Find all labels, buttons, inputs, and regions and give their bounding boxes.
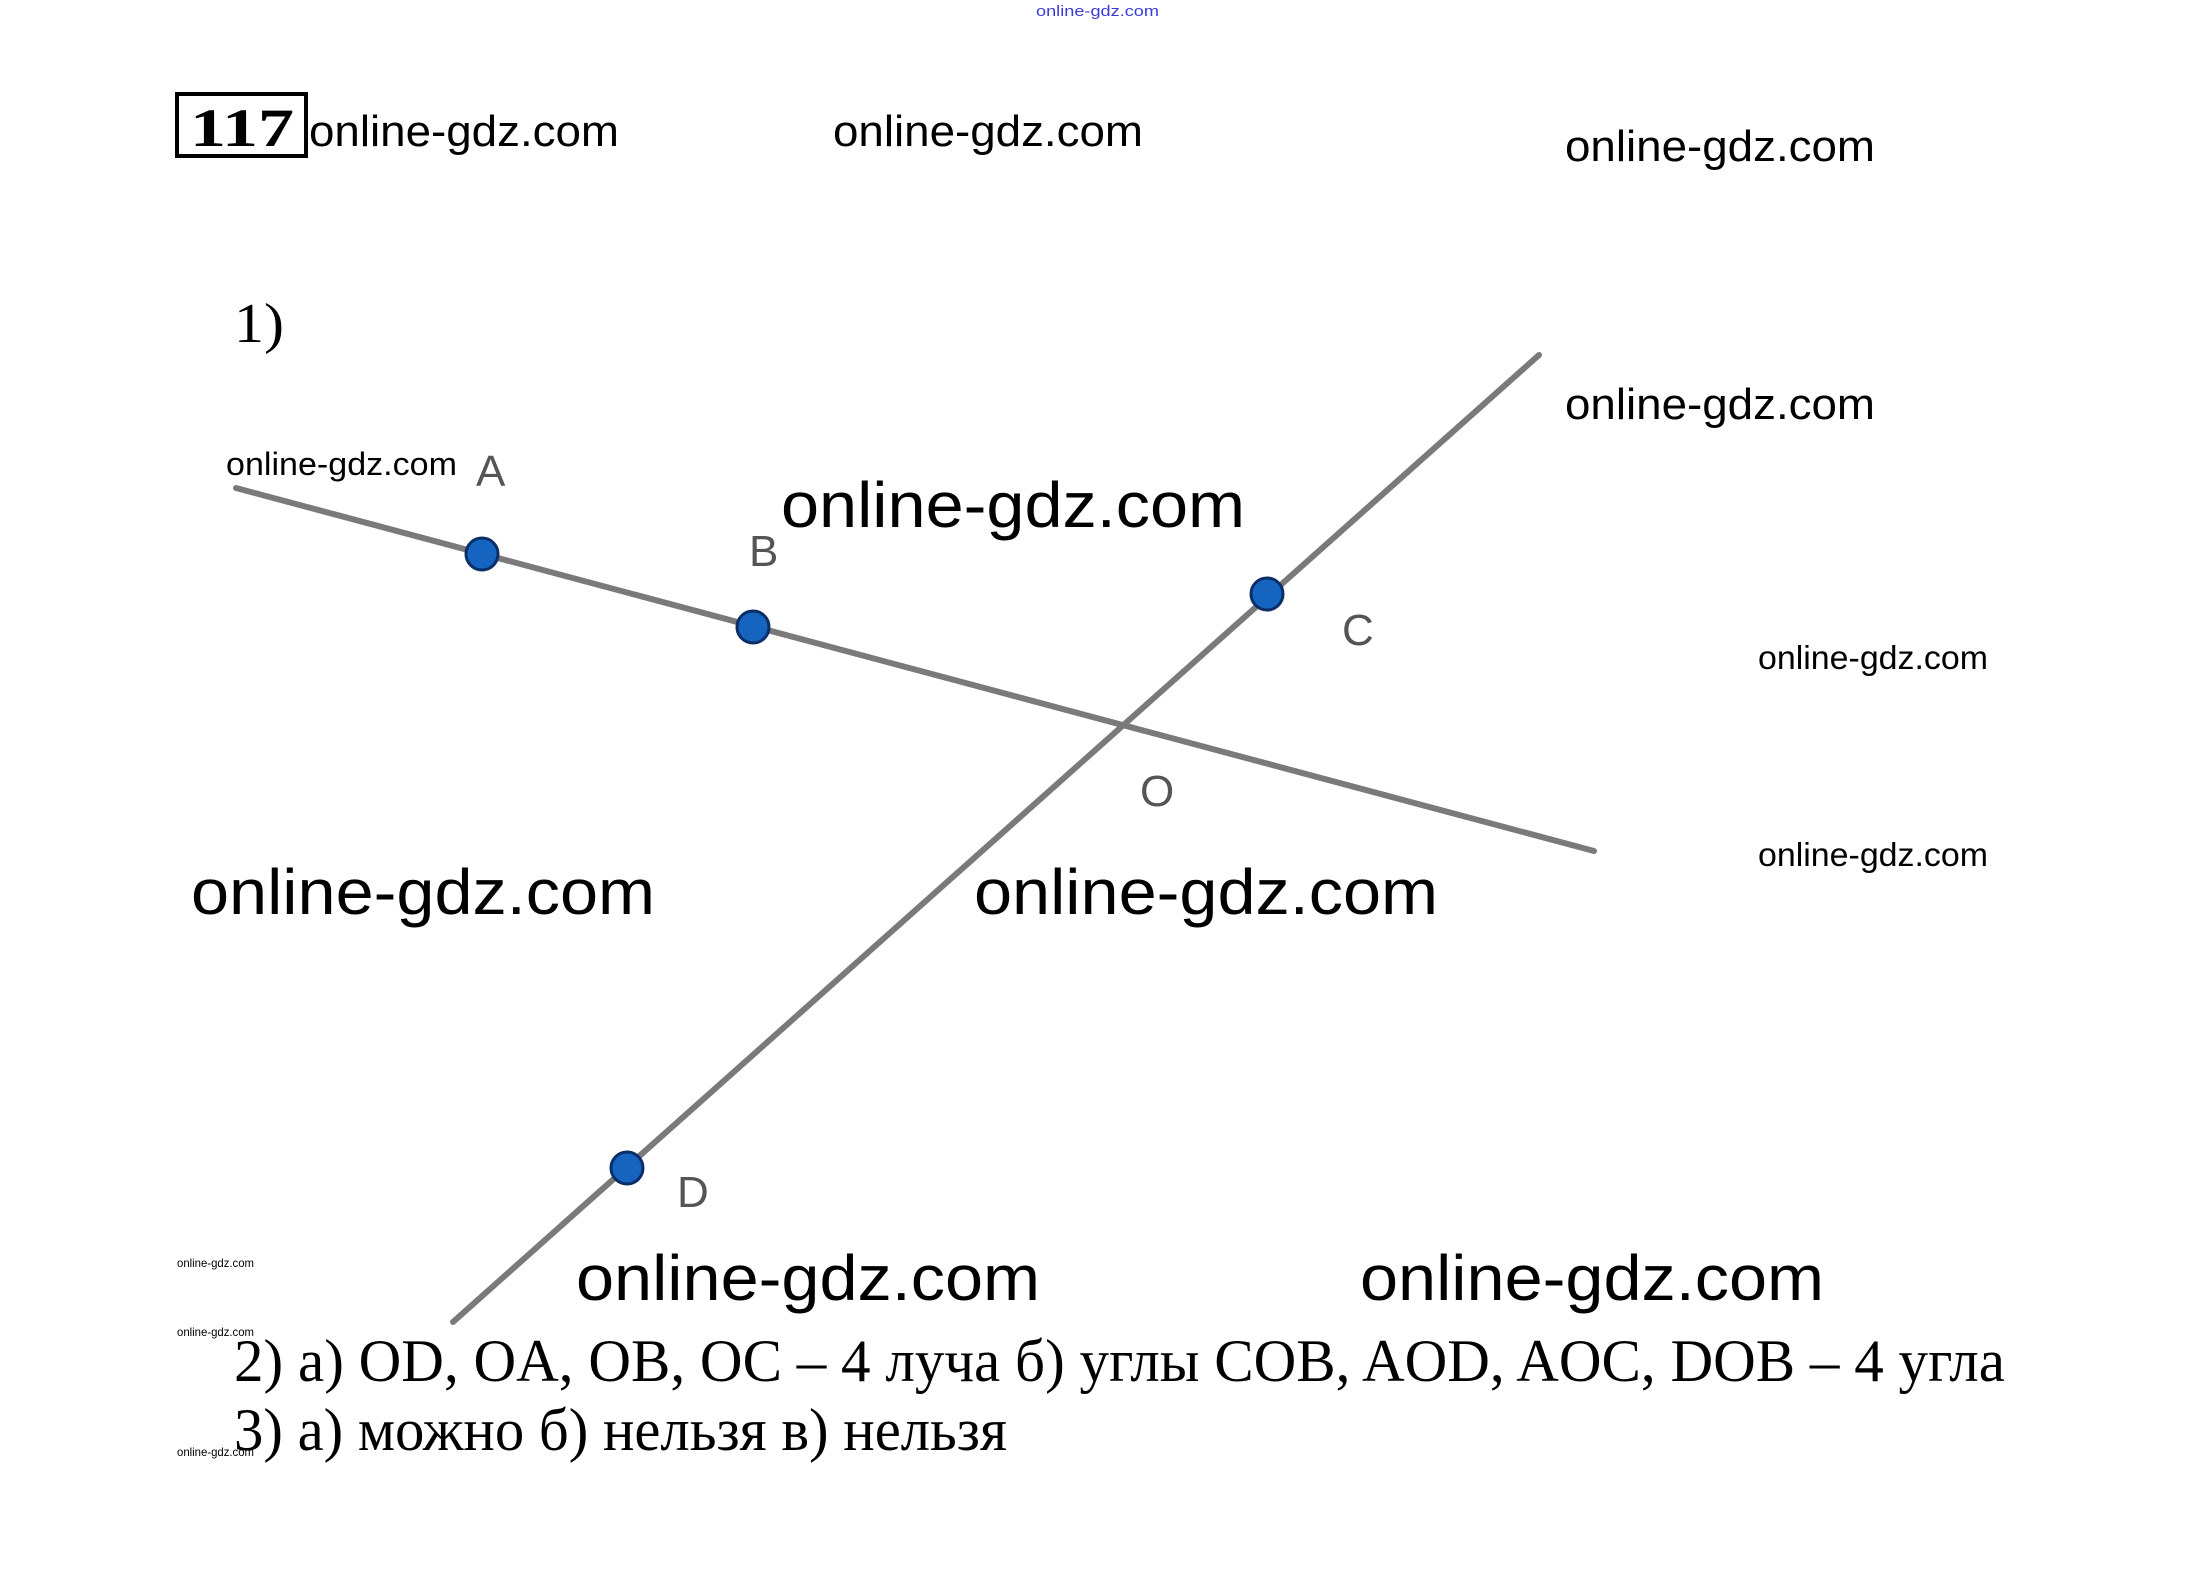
watermark-tiny: online-gdz.com xyxy=(177,1325,254,1339)
watermark-large: online-gdz.com xyxy=(974,856,1438,928)
watermark-tiny: online-gdz.com xyxy=(177,1445,254,1459)
point-b xyxy=(735,609,771,645)
watermark-large: online-gdz.com xyxy=(781,469,1245,541)
point-c xyxy=(1249,576,1285,612)
line-ab xyxy=(233,485,1597,854)
watermark: online-gdz.com xyxy=(1565,122,1875,171)
watermark-large: online-gdz.com xyxy=(576,1242,1040,1314)
watermark-tiny: online-gdz.com xyxy=(177,1256,254,1270)
label-c: C xyxy=(1342,606,1374,655)
watermark: online-gdz.com xyxy=(226,446,457,482)
watermark-large: online-gdz.com xyxy=(191,856,655,928)
watermark: online-gdz.com xyxy=(833,107,1143,156)
part1-label: 1) xyxy=(234,293,284,355)
problem-number-box xyxy=(175,92,308,158)
point-d xyxy=(609,1150,645,1186)
answer-line-3: 3) а) можно б) нельзя в) нельзя xyxy=(234,1397,1007,1463)
label-o: O xyxy=(1140,767,1174,816)
watermark-large: online-gdz.com xyxy=(1360,1242,1824,1314)
label-b: B xyxy=(749,527,778,576)
label-a: A xyxy=(476,447,506,496)
watermark: online-gdz.com xyxy=(1565,380,1875,429)
watermark: online-gdz.com xyxy=(1758,639,1988,676)
answer-line-2: 2) а) OD, OA, OB, OC – 4 луча б) углы CO… xyxy=(234,1328,2005,1394)
point-a xyxy=(464,536,500,572)
label-d: D xyxy=(677,1168,709,1217)
problem-number: 117 xyxy=(190,98,294,158)
watermark: online-gdz.com xyxy=(309,107,619,156)
watermark-top: online-gdz.com xyxy=(1036,3,1159,20)
watermark: online-gdz.com xyxy=(1758,836,1988,873)
